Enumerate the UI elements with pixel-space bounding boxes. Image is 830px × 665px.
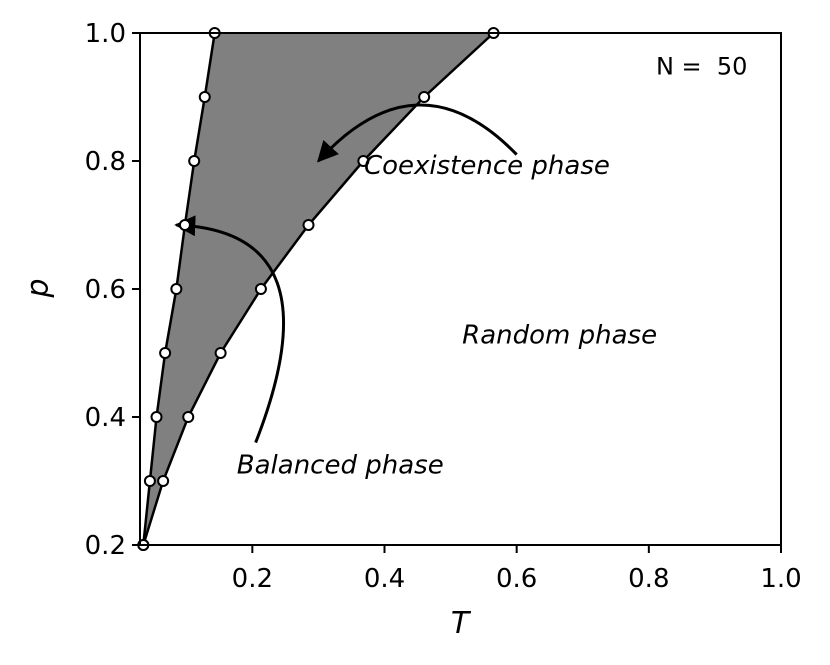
series-0-point [143, 475, 156, 487]
balanced-arrow [174, 215, 285, 444]
balanced-phase-label: Balanced phase [237, 450, 444, 480]
n-annotation: N = 50 [656, 53, 748, 81]
y-tick-label: 0.6 [85, 275, 126, 305]
series-0-point [170, 283, 183, 295]
x-tick-label: 0.6 [496, 564, 537, 594]
series-0-point [198, 91, 211, 103]
series-1-point [157, 475, 170, 487]
series-0-point [159, 347, 172, 359]
series-1-point [357, 155, 370, 167]
series-0-point [188, 155, 201, 167]
coexistence-arrow [317, 103, 518, 163]
y-axis-label: p [21, 278, 56, 298]
random-phase-label: Random phase [462, 320, 657, 350]
y-tick-label: 0.4 [85, 403, 126, 433]
x-tick-label: 0.4 [364, 564, 405, 594]
series-0-point [150, 411, 163, 423]
series-1-point [302, 219, 315, 231]
x-tick-label: 1.0 [760, 564, 801, 594]
series-1-point [214, 347, 227, 359]
coexistence-region [143, 33, 494, 545]
x-tick-label: 0.8 [628, 564, 669, 594]
y-tick-label: 0.8 [85, 147, 126, 177]
coexistence-phase-label: Coexistence phase [364, 151, 610, 181]
x-tick-label: 0.2 [232, 564, 273, 594]
y-tick-label: 0.2 [85, 531, 126, 561]
series-0-point [178, 219, 191, 231]
series-1-point [418, 91, 431, 103]
series-1-point [182, 411, 195, 423]
x-axis-label: T [451, 606, 472, 641]
y-tick-label: 1.0 [85, 19, 126, 49]
plot-layer: 0.2 0.4 0.6 0.8 1.0 0.2 0.4 0.6 0.8 1.0 [85, 19, 802, 594]
series-1-point [254, 283, 267, 295]
